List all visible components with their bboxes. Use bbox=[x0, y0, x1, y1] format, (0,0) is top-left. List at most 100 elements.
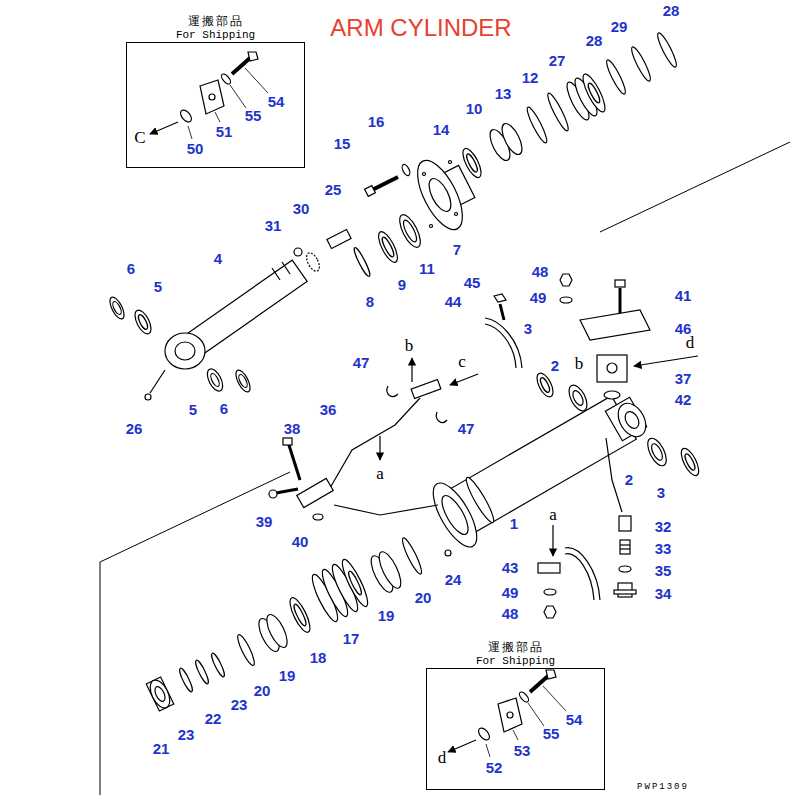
inset-heading: For Shipping bbox=[427, 655, 604, 667]
callout-number: 27 bbox=[549, 52, 566, 69]
guide-line bbox=[600, 142, 790, 232]
callout-number: 24 bbox=[445, 571, 462, 588]
cylinder-head bbox=[459, 146, 484, 180]
cylinder-head bbox=[365, 186, 376, 197]
hose-lines bbox=[544, 589, 556, 595]
shipping-parts bbox=[530, 676, 548, 692]
callout-number: 6 bbox=[127, 260, 135, 277]
rod-assembly bbox=[396, 212, 425, 250]
hose-lines bbox=[620, 540, 630, 554]
guide-line bbox=[100, 142, 790, 795]
callout-number: 35 bbox=[655, 562, 672, 579]
callout-number: 22 bbox=[205, 710, 222, 727]
cylinder-head bbox=[629, 45, 653, 82]
cylinder-head bbox=[655, 31, 679, 68]
drawing-code: PWP1309 bbox=[637, 782, 689, 792]
shipping-parts bbox=[528, 703, 544, 726]
callout-number: 50 bbox=[187, 140, 204, 157]
rod-assembly bbox=[107, 295, 127, 321]
flow-letter: a bbox=[376, 464, 384, 484]
cylinder-tube bbox=[571, 389, 585, 407]
hose-lines bbox=[411, 358, 412, 382]
pipe-clamps bbox=[604, 391, 620, 399]
cylinder-head bbox=[455, 213, 458, 216]
shipping-parts bbox=[220, 72, 232, 85]
piston-parts bbox=[375, 549, 405, 591]
shipping-parts bbox=[498, 698, 522, 732]
hose-lines bbox=[614, 590, 636, 594]
callout-number: 55 bbox=[245, 107, 262, 124]
rod-assembly bbox=[380, 236, 395, 258]
flow-letter: C bbox=[134, 128, 145, 148]
callout-number: 33 bbox=[655, 540, 672, 557]
callout-number: 47 bbox=[353, 354, 370, 371]
callout-number: 32 bbox=[655, 518, 672, 535]
callout-number: 12 bbox=[522, 69, 539, 86]
inset-heading: For Shipping bbox=[127, 29, 304, 41]
pipe-clamps bbox=[607, 363, 617, 373]
rod-assembly bbox=[175, 342, 195, 360]
callout-number: 28 bbox=[586, 32, 603, 49]
callout-number: 28 bbox=[663, 2, 680, 19]
callout-number: 9 bbox=[398, 276, 406, 293]
callout-number: 44 bbox=[445, 293, 462, 310]
pipe-clamps bbox=[597, 355, 627, 382]
callout-number: 42 bbox=[675, 391, 692, 408]
diagram-title: ARM CYLINDER bbox=[330, 14, 511, 42]
callout-number: 54 bbox=[268, 93, 285, 110]
pipe-clamps bbox=[560, 274, 572, 286]
hose-lines bbox=[283, 438, 292, 445]
callout-number: 18 bbox=[310, 649, 327, 666]
callout-number: 21 bbox=[153, 740, 170, 757]
pipe-clamps bbox=[485, 318, 522, 368]
callout-number: 51 bbox=[216, 123, 233, 140]
hose-lines bbox=[552, 525, 553, 556]
cylinder-head bbox=[586, 82, 601, 104]
rod-assembly bbox=[111, 300, 123, 315]
rod-assembly bbox=[209, 372, 221, 387]
hose-lines bbox=[606, 438, 622, 512]
flow-letter: b bbox=[575, 354, 584, 374]
rod-assembly bbox=[165, 333, 205, 369]
guide-line bbox=[100, 562, 101, 795]
callout-number: 11 bbox=[419, 260, 435, 277]
callout-number: 14 bbox=[433, 121, 450, 138]
callout-number: 30 bbox=[293, 200, 310, 217]
callout-number: 54 bbox=[566, 711, 583, 728]
piston-parts bbox=[146, 677, 174, 711]
shipping-parts bbox=[476, 726, 491, 742]
callout-number: 34 bbox=[655, 585, 672, 602]
callout-number: 15 bbox=[334, 135, 351, 152]
shipping-parts bbox=[245, 68, 268, 93]
callout-number: 40 bbox=[292, 533, 309, 550]
piston-parts bbox=[194, 659, 211, 685]
shipping-parts bbox=[543, 686, 566, 711]
shipping-parts bbox=[448, 740, 476, 752]
shipping-parts bbox=[232, 58, 250, 74]
cylinder-tube bbox=[437, 492, 473, 538]
cylinder-tube bbox=[425, 371, 702, 553]
flow-letter: d bbox=[438, 748, 447, 768]
hose-lines bbox=[313, 514, 323, 520]
piston-parts bbox=[347, 570, 364, 596]
shipping-parts bbox=[150, 122, 178, 134]
cylinder-head bbox=[604, 58, 628, 95]
callout-number: 16 bbox=[368, 113, 385, 130]
callout-number: 23 bbox=[178, 726, 195, 743]
hose-lines bbox=[565, 548, 600, 600]
cylinder-head bbox=[408, 154, 471, 236]
rod-assembly bbox=[294, 248, 302, 256]
hose-lines bbox=[619, 566, 631, 572]
callout-number: 31 bbox=[265, 217, 282, 234]
callout-number: 47 bbox=[458, 420, 475, 437]
shipping-parts bbox=[178, 108, 193, 124]
hose-lines bbox=[620, 544, 630, 545]
rod-assembly bbox=[132, 308, 154, 337]
piston-parts bbox=[146, 677, 174, 711]
callout-number: 49 bbox=[530, 289, 547, 306]
shipping-parts bbox=[215, 112, 220, 122]
callout-number: 25 bbox=[325, 181, 342, 198]
pipe-clamps bbox=[500, 304, 504, 320]
callout-number: 37 bbox=[675, 370, 692, 387]
